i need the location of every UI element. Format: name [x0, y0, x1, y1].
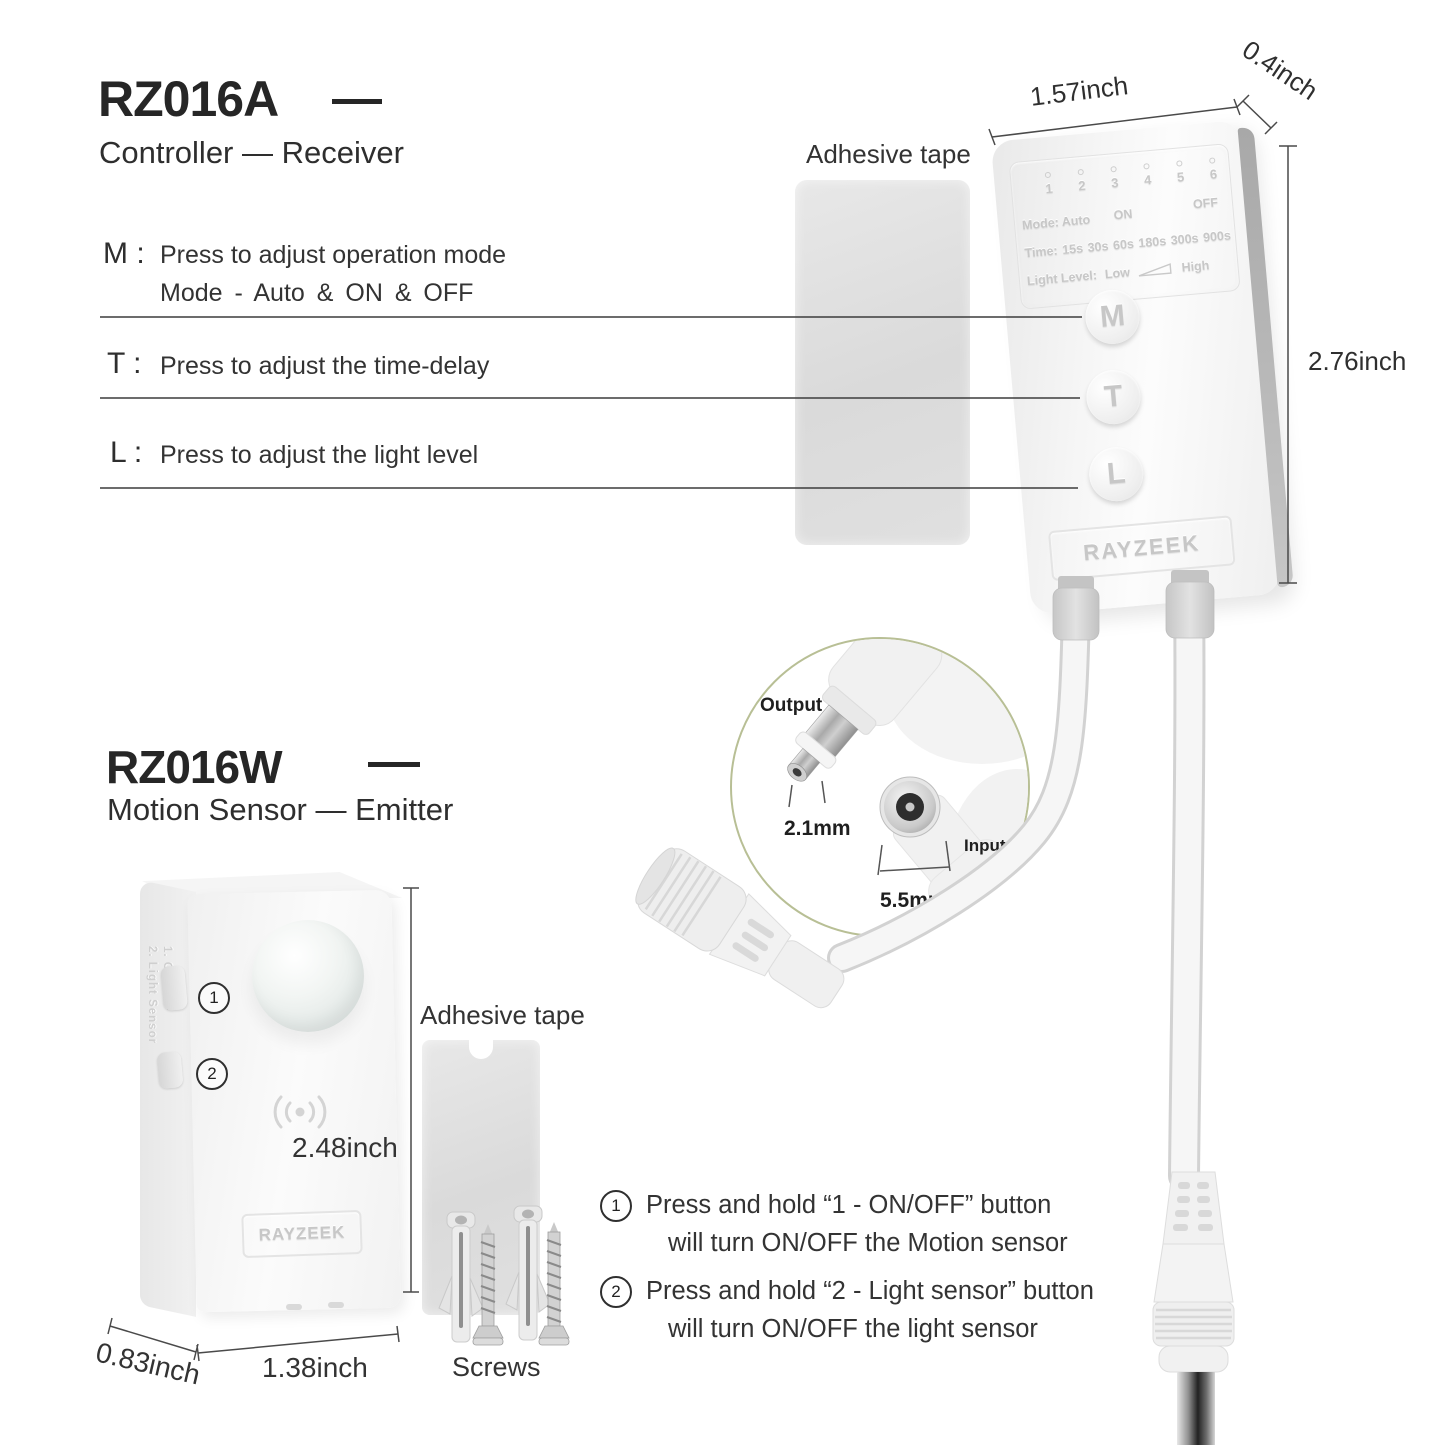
led-dot	[1209, 157, 1216, 164]
output-size: 2.1mm	[784, 817, 851, 840]
feature-text-l: Press to adjust the light level	[160, 441, 479, 469]
controller-type-subtitle: Controller — Receiver	[99, 135, 404, 170]
output-label: Output	[760, 695, 823, 716]
feature-key-t: T :	[107, 347, 142, 380]
callout-number-2: 2	[196, 1058, 228, 1090]
sensor-foot	[328, 1302, 344, 1308]
feature-key-l: L :	[110, 436, 143, 469]
controller-model-title: RZ016A	[98, 71, 279, 127]
input-size: 5.5mm	[880, 889, 947, 912]
adhesive-tape-controller	[795, 180, 970, 545]
instruction-2-line-2: will turn ON/OFF the light sensor	[668, 1315, 1038, 1343]
feature-key-m: M :	[103, 237, 145, 270]
brand-plate: RAYZEEK	[1047, 515, 1236, 582]
light-level-row: Light Level: Low High	[1026, 258, 1210, 289]
sensor-model-title: RZ016W	[106, 741, 282, 793]
instruction-number-1: 1	[600, 1190, 632, 1222]
sensor-button-2	[156, 1051, 184, 1089]
screws-label: Screws	[452, 1352, 541, 1382]
screw	[538, 1222, 570, 1346]
brand-plate: RAYZEEK	[241, 1209, 363, 1259]
led-dot	[1044, 171, 1052, 179]
channel-1: 1	[1037, 171, 1061, 197]
tape-label-controller: Adhesive tape	[806, 139, 971, 169]
dc-plug	[1152, 1171, 1235, 1445]
tape-label-sensor: Adhesive tape	[420, 1000, 585, 1030]
controller-width-label: 1.57inch	[1028, 70, 1130, 112]
led-dot	[1176, 160, 1183, 167]
title-dash	[368, 762, 420, 767]
instruction-1-line-2: will turn ON/OFF the Motion sensor	[668, 1229, 1068, 1257]
controller-settings-panel: 1 2 3 4 5 6 Mode: Auto ON OFF Time: 15s …	[1008, 143, 1241, 310]
light-ramp-icon	[1138, 263, 1172, 277]
instruction-2-line-1: Press and hold “2 - Light sensor” button	[646, 1277, 1094, 1305]
sensor-type-subtitle: Motion Sensor — Emitter	[107, 792, 454, 827]
light-button: L	[1086, 444, 1146, 504]
wireless-signal-icon	[273, 1095, 327, 1129]
sensor-foot	[286, 1304, 302, 1310]
feature-text-m2: Mode - Auto & ON & OFF	[160, 279, 474, 307]
brand-logo: RAYZEEK	[1082, 530, 1202, 566]
mode-on: ON	[1113, 206, 1133, 223]
feature-text-m: Press to adjust operation mode	[160, 241, 507, 269]
brand-logo: RAYZEEK	[258, 1222, 346, 1245]
sensor-device: 1. ON/OFF 2. Light Sensor 1 2 RAYZEEK	[100, 860, 430, 1360]
adhesive-tape-sensor	[422, 1039, 540, 1315]
pir-dome	[252, 920, 364, 1032]
channel-3: 3	[1102, 165, 1126, 191]
feature-text-t: Press to adjust the time-delay	[160, 352, 490, 380]
time-button: T	[1084, 367, 1143, 427]
input-label: Input	[964, 836, 1006, 855]
controller-height-label: 2.76inch	[1308, 346, 1407, 376]
time-row: Time: 15s 30s 60s 180s 300s 900s	[1024, 228, 1232, 261]
plug-vent-slots	[1173, 1182, 1213, 1231]
instruction-item-2: 2 Press and hold “2 - Light sensor” butt…	[600, 1272, 1094, 1348]
sensor-width-label: 1.38inch	[262, 1352, 368, 1383]
sensor-height-label: 2.48inch	[292, 1132, 398, 1163]
right-cable	[1168, 576, 1206, 1192]
channel-2: 2	[1070, 168, 1094, 194]
tape-notch	[469, 1039, 493, 1059]
controller-depth-label: 0.4inch	[1237, 34, 1324, 106]
callout-number-1: 1	[198, 982, 230, 1014]
led-dot	[1143, 163, 1150, 170]
channel-4: 4	[1135, 162, 1159, 188]
instruction-item-1: 1 Press and hold “1 - ON/OFF” button wil…	[600, 1186, 1068, 1262]
connector-zoom-callout: Output 2.1mm Input 5.5mm	[730, 637, 1030, 937]
led-dot	[1110, 165, 1117, 173]
channel-6: 6	[1201, 157, 1225, 183]
channel-5: 5	[1168, 159, 1192, 185]
mode-label: Mode: Auto	[1021, 212, 1091, 233]
sensor-button-1	[160, 965, 188, 1011]
instruction-number-2: 2	[600, 1276, 632, 1308]
controller-device: 1 2 3 4 5 6 Mode: Auto ON OFF Time: 15s …	[990, 120, 1282, 615]
instruction-1-line-1: Press and hold “1 - ON/OFF” button	[646, 1191, 1052, 1219]
led-dot	[1077, 168, 1085, 176]
title-dash	[332, 99, 382, 104]
connector-zoom-graphic: Output 2.1mm Input 5.5mm	[760, 639, 1028, 935]
mode-off: OFF	[1192, 195, 1219, 212]
